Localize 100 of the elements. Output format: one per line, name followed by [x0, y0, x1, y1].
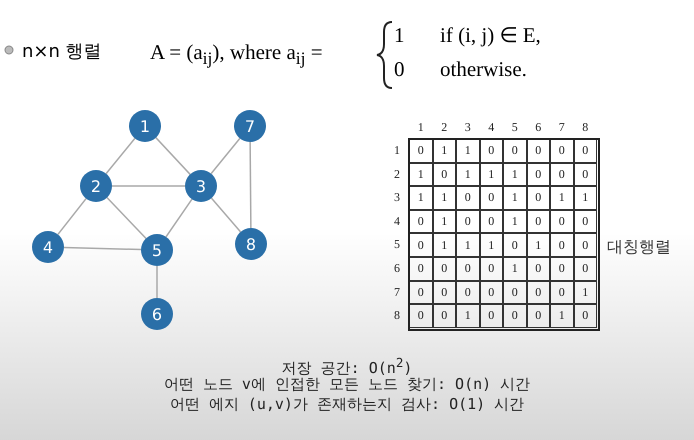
matrix-cell: 1: [574, 280, 597, 304]
matrix-cell: 0: [409, 210, 432, 234]
row-header: 5: [393, 237, 401, 252]
matrix-cell: 0: [574, 139, 597, 163]
row-header: 8: [393, 308, 401, 324]
matrix-cell: 0: [480, 186, 503, 210]
heading-text: n×n 행렬: [22, 40, 102, 63]
matrix-cell: 0: [526, 162, 550, 186]
matrix-cell: 0: [550, 210, 574, 234]
matrix-cell: 0: [503, 304, 526, 328]
matrix-cell: 1: [503, 210, 526, 234]
matrix-cell: 0: [526, 257, 550, 281]
graph-node: 4: [32, 231, 64, 263]
complexity-note: 어떤 에지 (u,v)가 존재하는지 검사: O(1) 시간: [168, 395, 526, 414]
matrix-cell: 0: [432, 280, 456, 304]
row-header: 2: [393, 166, 401, 182]
graph-node: 2: [80, 170, 112, 202]
matrix-cell: 1: [550, 186, 574, 210]
row-header: 6: [393, 261, 401, 276]
edge-line: [165, 198, 193, 238]
matrix-cell: 1: [574, 186, 597, 210]
row-header: 4: [393, 214, 401, 229]
matrix-cell: 0: [526, 186, 550, 210]
column-header: 3: [464, 120, 472, 135]
formula-condition: otherwise.: [440, 57, 527, 82]
graph-node: 8: [235, 228, 267, 260]
matrix-cell: 0: [550, 257, 574, 281]
matrix-cell: 0: [409, 257, 432, 281]
edge-line: [112, 185, 185, 187]
matrix-cell: 1: [550, 304, 574, 328]
matrix-cell: 0: [480, 257, 503, 281]
matrix-cell: 1: [409, 162, 432, 186]
matrix-cell: 0: [456, 280, 480, 304]
matrix-cell: 0: [574, 233, 597, 257]
graph-node: 1: [129, 110, 161, 142]
column-header: 6: [534, 120, 542, 135]
matrix-cell: 0: [456, 210, 480, 234]
matrix-cell: 0: [409, 139, 432, 163]
row-header: 1: [393, 143, 401, 158]
matrix-cell: 1: [503, 257, 526, 281]
graph-node: 5: [141, 234, 173, 266]
edge-line: [106, 197, 146, 239]
matrix-cell: 1: [432, 186, 456, 210]
matrix-cell: 0: [550, 280, 574, 304]
matrix-cell: 1: [480, 162, 503, 186]
matrix-cell: 0: [526, 139, 550, 163]
graph-node: 7: [234, 110, 266, 142]
matrix-cell: 1: [503, 186, 526, 210]
matrix-cell: 1: [456, 162, 480, 186]
matrix-cell: 0: [526, 210, 550, 234]
column-header: 5: [510, 120, 519, 135]
edge-line: [210, 198, 242, 232]
column-header: 4: [487, 120, 496, 135]
matrix-cell: 1: [409, 186, 432, 210]
complexity-note: 저장 공간: O(n$^{2}$): [280, 355, 414, 378]
matrix-cell: 0: [574, 304, 597, 328]
matrix-cell: 0: [503, 233, 526, 257]
matrix-cell: 1: [456, 139, 480, 163]
matrix-cell: 1: [432, 233, 456, 257]
matrix-cell: 0: [409, 280, 432, 304]
matrix-cell: 0: [550, 233, 574, 257]
matrix-cell: 1: [432, 210, 456, 234]
matrix-cell: 1: [526, 233, 550, 257]
edge-line: [155, 137, 191, 175]
matrix-cell: 0: [550, 139, 574, 163]
matrix-cell: 0: [432, 257, 456, 281]
matrix-cell: 0: [526, 304, 550, 328]
matrix-cell: 0: [574, 210, 597, 234]
matrix-cell: 0: [526, 280, 550, 304]
graph-node: 3: [185, 170, 217, 202]
matrix-cell: 0: [480, 210, 503, 234]
formula-condition: if (i, j) ∈ E,: [440, 23, 541, 48]
matrix-cell: 0: [456, 186, 480, 210]
matrix-cell: 0: [456, 257, 480, 281]
matrix-cell: 1: [456, 233, 480, 257]
matrix-cell: 0: [432, 304, 456, 328]
matrix-cell: 0: [409, 233, 432, 257]
edge-line: [156, 266, 158, 298]
column-header: 8: [581, 120, 590, 135]
edge-line: [57, 198, 87, 235]
matrix-cell: 0: [409, 304, 432, 328]
matrix-cell: 0: [480, 139, 503, 163]
complexity-note: 어떤 노드 v에 인접한 모든 노드 찾기: O(n) 시간: [162, 375, 532, 394]
side-note: 대칭행렬: [607, 237, 671, 258]
graph-node: 6: [141, 298, 173, 330]
matrix-cell: 0: [550, 162, 574, 186]
edge-line: [249, 142, 252, 228]
matrix-cell: 0: [432, 162, 456, 186]
matrix-cell: 0: [480, 304, 503, 328]
column-header: 7: [558, 120, 566, 135]
matrix-cell: 0: [574, 257, 597, 281]
matrix-cell: 0: [503, 280, 526, 304]
column-header: 1: [416, 120, 425, 135]
edge-line: [106, 138, 136, 174]
formula-text: A = (a$_{ij}$), where a$_{ij}$ =: [150, 40, 323, 70]
column-header: 2: [440, 120, 448, 135]
matrix-cell: 1: [503, 162, 526, 186]
matrix-cell: 0: [574, 162, 597, 186]
matrix-cell: 0: [503, 139, 526, 163]
row-header: 7: [393, 284, 401, 300]
